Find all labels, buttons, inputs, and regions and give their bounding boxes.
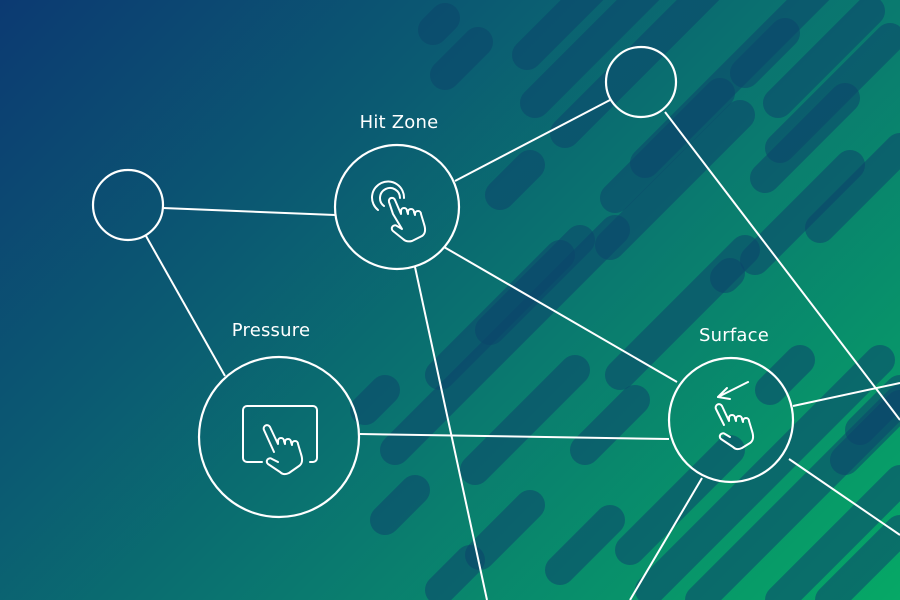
- swipe-left-gesture-icon: [714, 381, 755, 451]
- edge-surface-bottom: [629, 477, 703, 600]
- surface-node: [667, 356, 795, 484]
- edge-surface-bottomright: [788, 458, 900, 536]
- left-node: [91, 168, 165, 242]
- edge-hitzone-bottom: [414, 266, 488, 600]
- top-node: [604, 45, 678, 119]
- edge-pressure-surface: [359, 433, 670, 440]
- edge-surface-right: [792, 382, 900, 407]
- edge-hitzone-surface: [443, 246, 678, 383]
- tap-gesture-icon: [371, 180, 427, 243]
- hit-zone-label: Hit Zone: [359, 112, 439, 133]
- edge-left-hitzone: [162, 207, 336, 216]
- surface-label: Surface: [699, 325, 769, 346]
- pressure-label: Pressure: [231, 320, 311, 341]
- edge-left-pressure: [145, 235, 226, 377]
- edge-top-right: [664, 111, 900, 421]
- hit-zone-node: [333, 143, 461, 271]
- touchpad-press-icon: [242, 405, 318, 476]
- pressure-node: [197, 355, 361, 519]
- edge-hitzone-top: [454, 99, 611, 182]
